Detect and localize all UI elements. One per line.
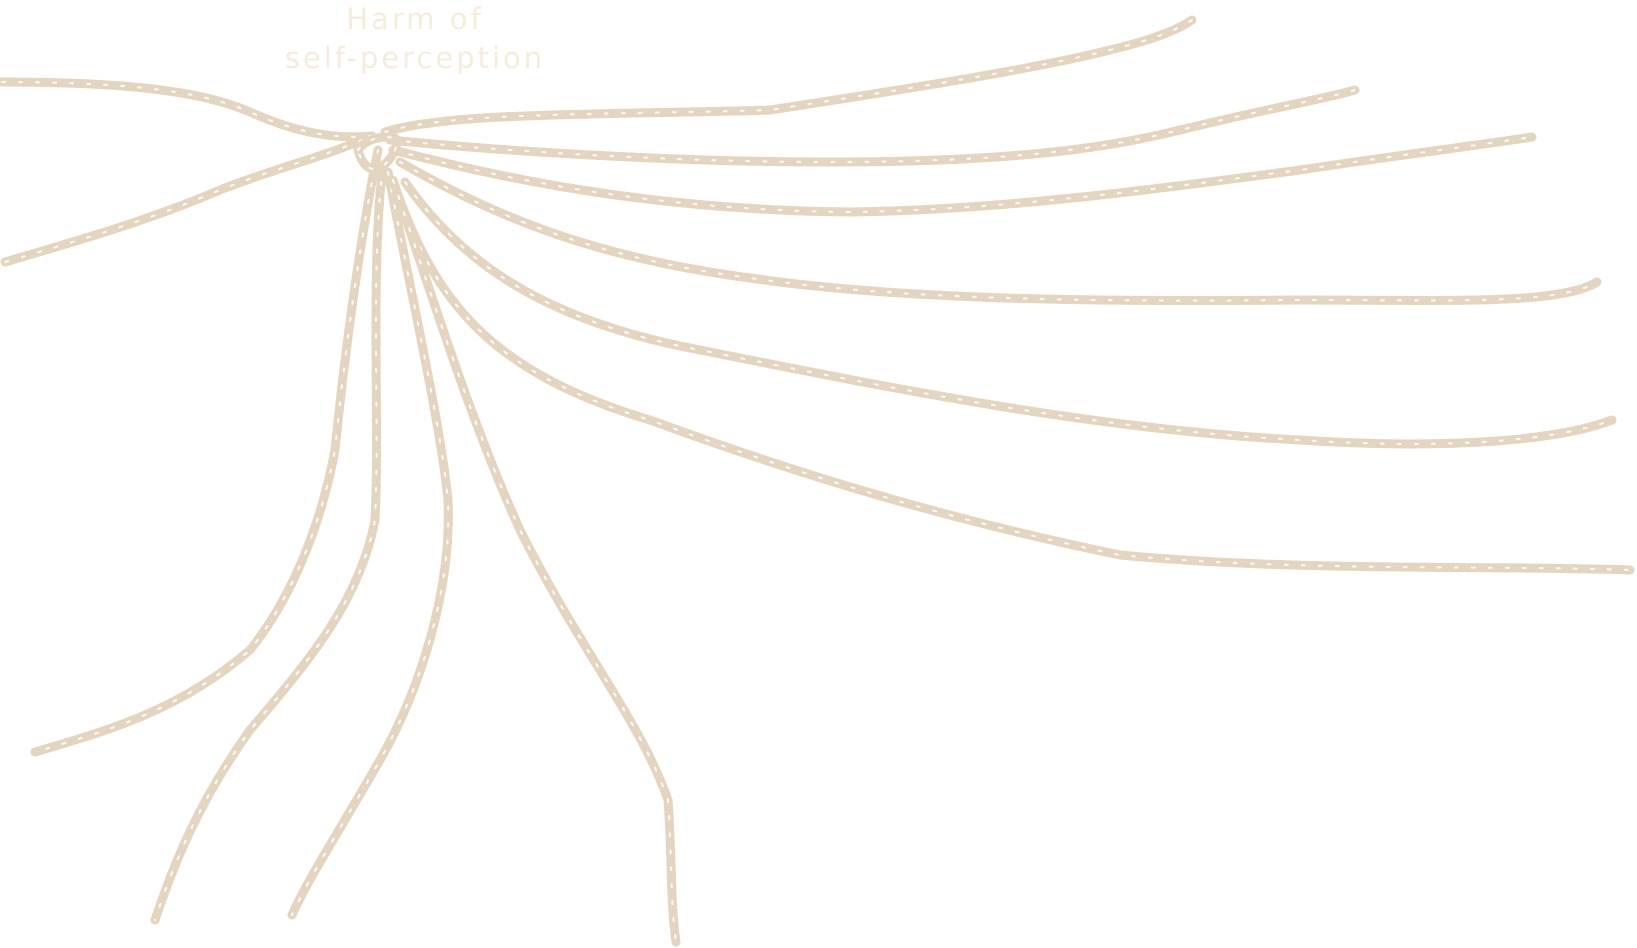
strand-twist-hub-knot (357, 136, 398, 170)
strand-down-3 (287, 167, 453, 920)
hub-label-line2: self-perception (284, 41, 546, 75)
strand-right-3 (388, 132, 1537, 217)
strand-twist-left-upper (0, 81, 373, 138)
strand-twist-down-4 (392, 179, 677, 943)
strand-twist-right-4 (399, 161, 1598, 302)
strand-right-1 (380, 15, 1197, 137)
strand-left-upper (0, 77, 377, 142)
strand-right-6 (395, 195, 1635, 575)
strand-twist-right-6 (399, 199, 1631, 571)
strand-down-1 (30, 145, 383, 757)
strand-right-2 (385, 85, 1360, 167)
hub-label: Harm of self-perception (280, 0, 550, 78)
strand-twist-right-5 (404, 181, 1613, 445)
strand-group (0, 15, 1635, 947)
strand-right-4 (395, 157, 1602, 306)
strand-twist-right-3 (392, 136, 1533, 214)
strand-twist-down-2 (154, 164, 384, 921)
strand-left-lower (0, 135, 367, 267)
hub-label-line1: Harm of (346, 2, 484, 36)
strand-right-5 (400, 177, 1617, 449)
strand-twist-right-1 (384, 19, 1193, 133)
